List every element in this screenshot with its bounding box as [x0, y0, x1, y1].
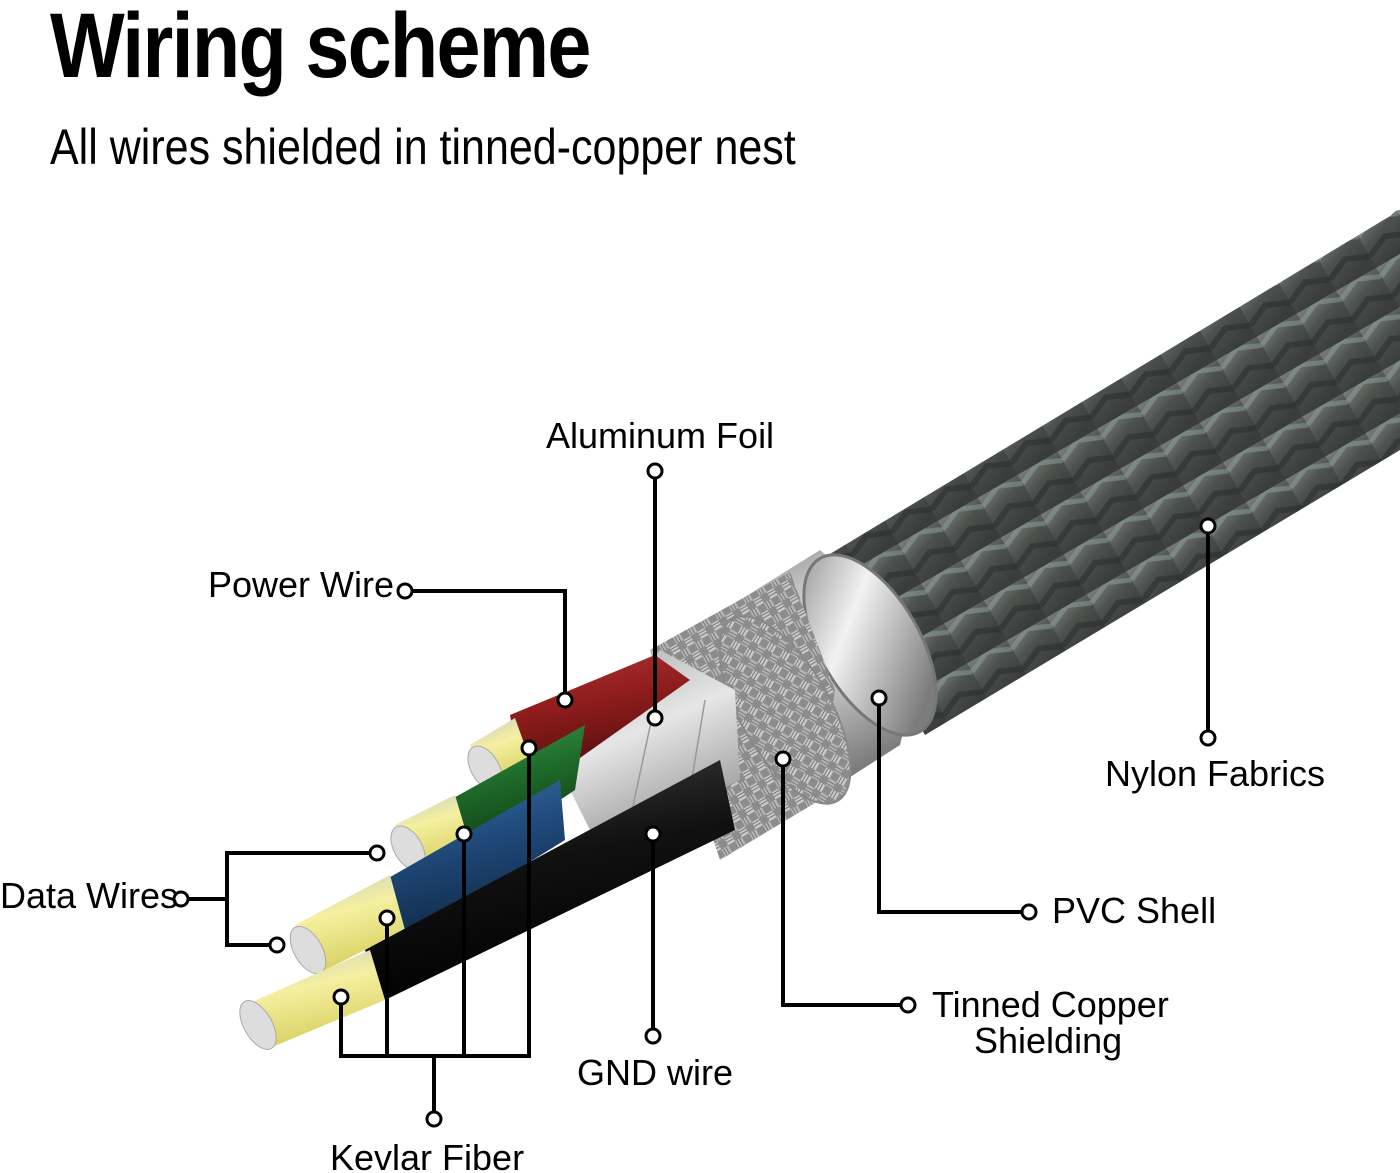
callout-dot [378, 909, 396, 927]
leader-data-wires [172, 844, 386, 954]
label-tinned-copper-line2: Shielding [974, 1020, 1122, 1061]
data-wire-green-insulation [450, 725, 585, 850]
braid-face [718, 615, 852, 805]
label-aluminum-foil: Aluminum Foil [546, 415, 774, 456]
callout-dot [646, 462, 664, 480]
callout-dot [455, 825, 473, 843]
callout-dot [396, 582, 414, 600]
callout-dot [1199, 517, 1217, 535]
callout-dot [870, 689, 888, 707]
callout-dot [899, 996, 917, 1014]
leader-aluminum-foil [646, 462, 664, 727]
label-gnd-wire: GND wire [577, 1052, 733, 1093]
gnd-wire-insulation [365, 760, 735, 1000]
label-tinned-copper-line1: Tinned Copper [932, 984, 1169, 1025]
leader-nylon-fabrics [1199, 517, 1217, 747]
callout-dot [644, 825, 662, 843]
label-kevlar-fiber: Kevlar Fiber [330, 1137, 524, 1173]
callout-dot [332, 988, 350, 1006]
callout-dot [646, 709, 664, 727]
power-wire-insulation [510, 655, 690, 770]
callout-dot [172, 890, 190, 908]
gnd-wire-strands [239, 1000, 277, 1050]
leader-power-wire [396, 582, 574, 709]
data-wire-blue-insulation [385, 780, 565, 935]
page-subtitle: All wires shielded in tinned-copper nest [50, 119, 796, 175]
nylon-jacket-end [1370, 210, 1400, 450]
callout-dot [644, 1027, 662, 1045]
callout-dot [425, 1110, 443, 1128]
label-pvc-shell: PVC Shell [1052, 890, 1216, 931]
nylon-fabric-jacket [820, 210, 1400, 735]
gnd-wire-kevlar [245, 950, 385, 1050]
callout-dot [368, 844, 386, 862]
label-power-wire: Power Wire [208, 564, 394, 605]
callout-dot [1199, 729, 1217, 747]
leader-tinned-copper [774, 750, 917, 1014]
label-data-wires: Data Wires [0, 875, 178, 916]
callout-dot [1020, 903, 1038, 921]
leader-gnd-wire [644, 825, 662, 1045]
leader-pvc-shell [870, 689, 1038, 921]
callout-dot [268, 936, 286, 954]
leader-kevlar-fiber [332, 739, 538, 1128]
page-title: Wiring scheme [50, 0, 591, 97]
callout-dot [520, 739, 538, 757]
callout-dot [556, 691, 574, 709]
label-nylon-fabrics: Nylon Fabrics [1105, 753, 1325, 794]
callout-dot [774, 750, 792, 768]
